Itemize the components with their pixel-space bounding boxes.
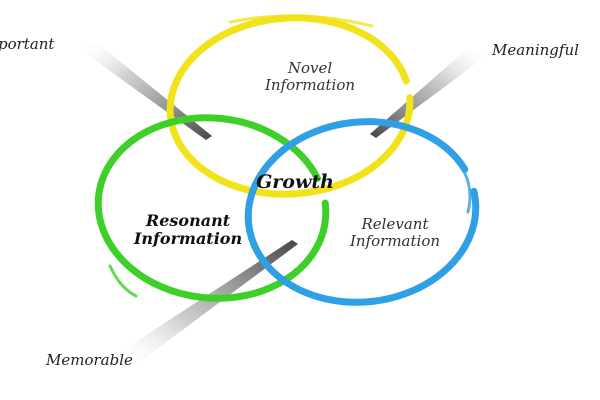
novel-label-line1: Novel [287, 59, 333, 77]
pointer-beam-memorable [120, 240, 298, 366]
novel-label: Novel Information [250, 60, 370, 93]
relevant-label-line2: Information [349, 231, 441, 250]
resonant-label-line1: Resonant [145, 211, 231, 230]
relevant-label: Relevant Information [330, 216, 460, 249]
resonant-label-line2: Information [133, 228, 243, 248]
relevant-label-line1: Relevant [361, 215, 429, 233]
circle-relevant [244, 118, 480, 306]
important-label: portant [0, 35, 55, 53]
resonant-label: Resonant Information [118, 212, 258, 247]
pointer-beam-meaningful [370, 48, 486, 138]
meaningful-label: Meaningful [492, 41, 579, 59]
memorable-label: Memorable [46, 351, 133, 369]
novel-label-line2: Information [264, 75, 356, 94]
circle-resonant [94, 114, 330, 302]
circle-novel [166, 14, 414, 198]
pointer-beam-important [78, 42, 212, 140]
growth-label: Growth [256, 171, 334, 193]
